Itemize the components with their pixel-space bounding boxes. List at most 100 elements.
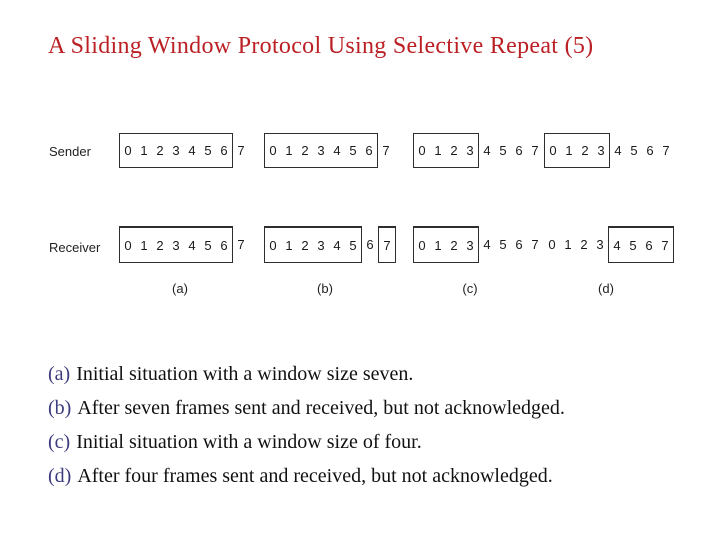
column-label-b: (b) [317, 281, 333, 296]
sequence-number: 6 [645, 237, 653, 253]
sequence-number: 5 [499, 237, 507, 252]
caption-text: Initial situation with a window size of … [76, 431, 422, 453]
caption-line-c: (c)Initial situation with a window size … [48, 425, 688, 459]
sequence-number: 2 [301, 143, 309, 158]
caption-line-d: (d)After four frames sent and received, … [48, 459, 688, 493]
column-label-c: (c) [462, 281, 478, 296]
sequence-number: 2 [156, 237, 164, 253]
sender-row-label: Sender [49, 144, 91, 159]
column-label-d: (d) [598, 281, 614, 296]
sequence-number: 5 [349, 143, 357, 158]
sequence-number: 7 [661, 237, 669, 253]
sequence-number: 2 [450, 237, 458, 253]
sequence-number: 1 [140, 143, 148, 158]
sequence-number: 0 [124, 143, 132, 158]
caption-text: Initial situation with a window size sev… [76, 363, 414, 385]
sequence-number: 2 [450, 143, 458, 158]
caption-text: After seven frames sent and received, bu… [77, 397, 565, 419]
caption-prefix: (d) [48, 465, 72, 487]
sequence-number: 5 [204, 143, 212, 158]
sequence-number: 5 [204, 237, 212, 253]
slide-title: A Sliding Window Protocol Using Selectiv… [48, 33, 594, 59]
window-box: 7 [378, 226, 396, 263]
sequence-number: 0 [418, 237, 426, 253]
caption-list: (a)Initial situation with a window size … [48, 357, 688, 493]
outside-digits: 7 [233, 226, 249, 263]
outside-digits: 7 [378, 133, 394, 168]
sequence-number: 6 [220, 237, 228, 253]
sequence-number: 0 [269, 237, 277, 253]
caption-text: After four frames sent and received, but… [77, 465, 553, 487]
sequence-number: 4 [483, 237, 491, 252]
sequence-number: 5 [349, 237, 357, 253]
sequence-number: 4 [613, 237, 621, 253]
sequence-number: 3 [466, 237, 474, 253]
sequence-number: 0 [124, 237, 132, 253]
sequence-number: 4 [483, 143, 491, 158]
sequence-number: 3 [172, 237, 180, 253]
sequence-number: 5 [629, 237, 637, 253]
sequence-number: 6 [365, 143, 373, 158]
sequence-number: 2 [156, 143, 164, 158]
sequence-number: 7 [382, 143, 390, 158]
sequence-number: 5 [499, 143, 507, 158]
sequence-number: 1 [565, 143, 573, 158]
sequence-number: 4 [333, 237, 341, 253]
caption-prefix: (a) [48, 363, 71, 385]
receiver-row-label: Receiver [49, 240, 101, 255]
sequence-number: 4 [333, 143, 341, 158]
sequence-number: 1 [285, 237, 293, 253]
sequence-number: 3 [596, 237, 604, 252]
sequence-number: 5 [630, 143, 638, 158]
sequence-number: 2 [581, 143, 589, 158]
sequence-number: 7 [237, 237, 245, 252]
sequence-number: 1 [434, 143, 442, 158]
sequence-number: 7 [531, 143, 539, 158]
sequence-number: 3 [317, 143, 325, 158]
sequence-number: 3 [172, 143, 180, 158]
sequence-number: 0 [548, 237, 556, 252]
sequence-number: 7 [383, 237, 391, 253]
sequence-number: 0 [549, 143, 557, 158]
sequence-number: 7 [662, 143, 670, 158]
sequence-number: 4 [188, 237, 196, 253]
sequence-number: 1 [564, 237, 572, 252]
sequence-number: 1 [434, 237, 442, 253]
sequence-number: 6 [220, 143, 228, 158]
caption-prefix: (c) [48, 431, 71, 453]
caption-line-a: (a)Initial situation with a window size … [48, 357, 688, 391]
sequence-number: 3 [466, 143, 474, 158]
sequence-number: 3 [317, 237, 325, 253]
sequence-number: 6 [366, 237, 374, 252]
sequence-number: 0 [269, 143, 277, 158]
sequence-number: 6 [515, 237, 523, 252]
sequence-number: 4 [188, 143, 196, 158]
sequence-number: 0 [418, 143, 426, 158]
sequence-number: 7 [237, 143, 245, 158]
caption-line-b: (b)After seven frames sent and received,… [48, 391, 688, 425]
outside-digits: 7 [233, 133, 249, 168]
sequence-number: 7 [531, 237, 539, 252]
sequence-number: 1 [140, 237, 148, 253]
sequence-number: 2 [580, 237, 588, 252]
outside-digits: 6 [362, 226, 378, 263]
sequence-number: 3 [597, 143, 605, 158]
sequence-number: 1 [285, 143, 293, 158]
